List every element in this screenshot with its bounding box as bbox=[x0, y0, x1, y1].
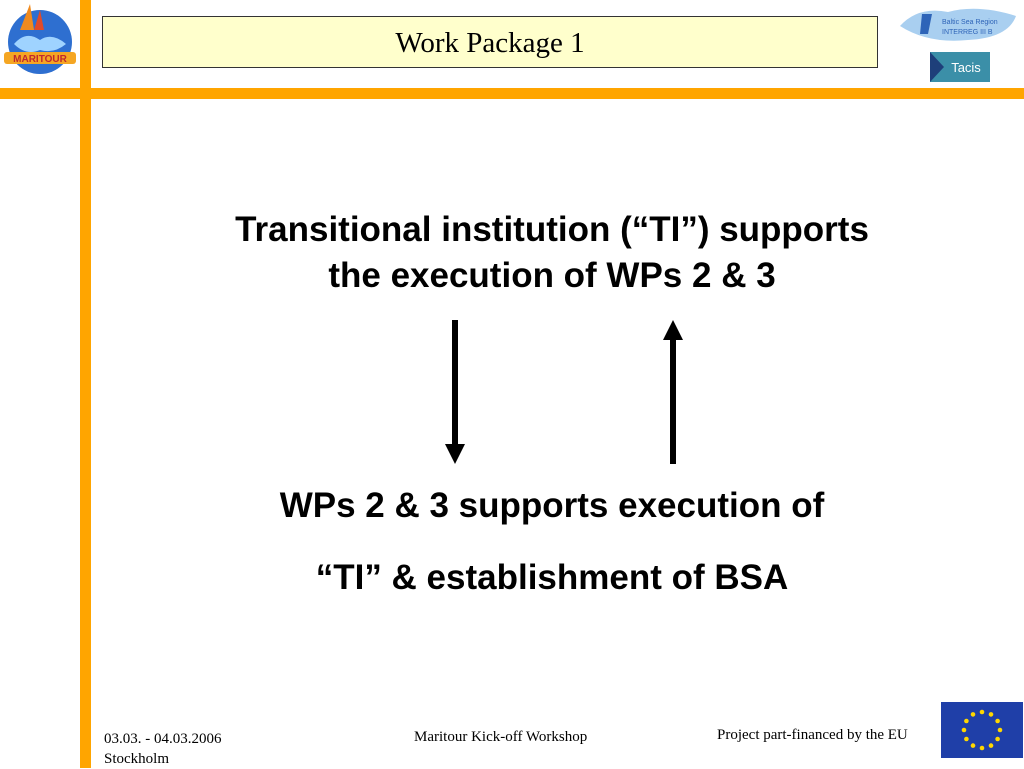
eu-stars-icon bbox=[961, 709, 1003, 751]
statement-top-line1: Transitional institution (“TI”) supports bbox=[235, 210, 869, 249]
up-arrow-icon bbox=[663, 320, 683, 340]
statement-top-line2: the execution of WPs 2 & 3 bbox=[328, 256, 776, 295]
baltic-logo-line2: INTERREG III B bbox=[942, 29, 993, 36]
footer-event: Maritour Kick-off Workshop bbox=[414, 729, 588, 745]
eu-flag-logo bbox=[941, 702, 1023, 758]
statement-bottom: WPs 2 & 3 supports execution of “TI” & e… bbox=[180, 470, 924, 614]
statement-bottom-line1: WPs 2 & 3 supports execution of bbox=[279, 486, 825, 525]
statement-bottom-line2: “TI” & establishment of BSA bbox=[315, 558, 789, 597]
tacis-logo-text: Tacis bbox=[951, 60, 981, 75]
footer-date-location: 03.03. - 04.03.2006 Stockholm bbox=[104, 729, 222, 769]
maritour-logo-text: MARITOUR bbox=[13, 54, 67, 65]
down-arrow-icon bbox=[445, 444, 465, 464]
baltic-sea-region-logo: Baltic Sea Region INTERREG III B bbox=[900, 8, 1016, 41]
accent-bar-horizontal bbox=[0, 88, 1024, 99]
footer-date: 03.03. - 04.03.2006 bbox=[104, 731, 222, 747]
baltic-logo-line1: Baltic Sea Region bbox=[942, 19, 998, 26]
footer-financing: Project part-financed by the EU bbox=[717, 727, 908, 743]
accent-bar-vertical bbox=[80, 0, 91, 768]
footer-location: Stockholm bbox=[104, 751, 170, 767]
statement-top: Transitional institution (“TI”) supports… bbox=[180, 207, 924, 299]
tacis-logo: Tacis bbox=[930, 52, 990, 82]
maritour-logo: MARITOUR bbox=[4, 4, 76, 74]
slide-title: Work Package 1 bbox=[102, 16, 878, 68]
